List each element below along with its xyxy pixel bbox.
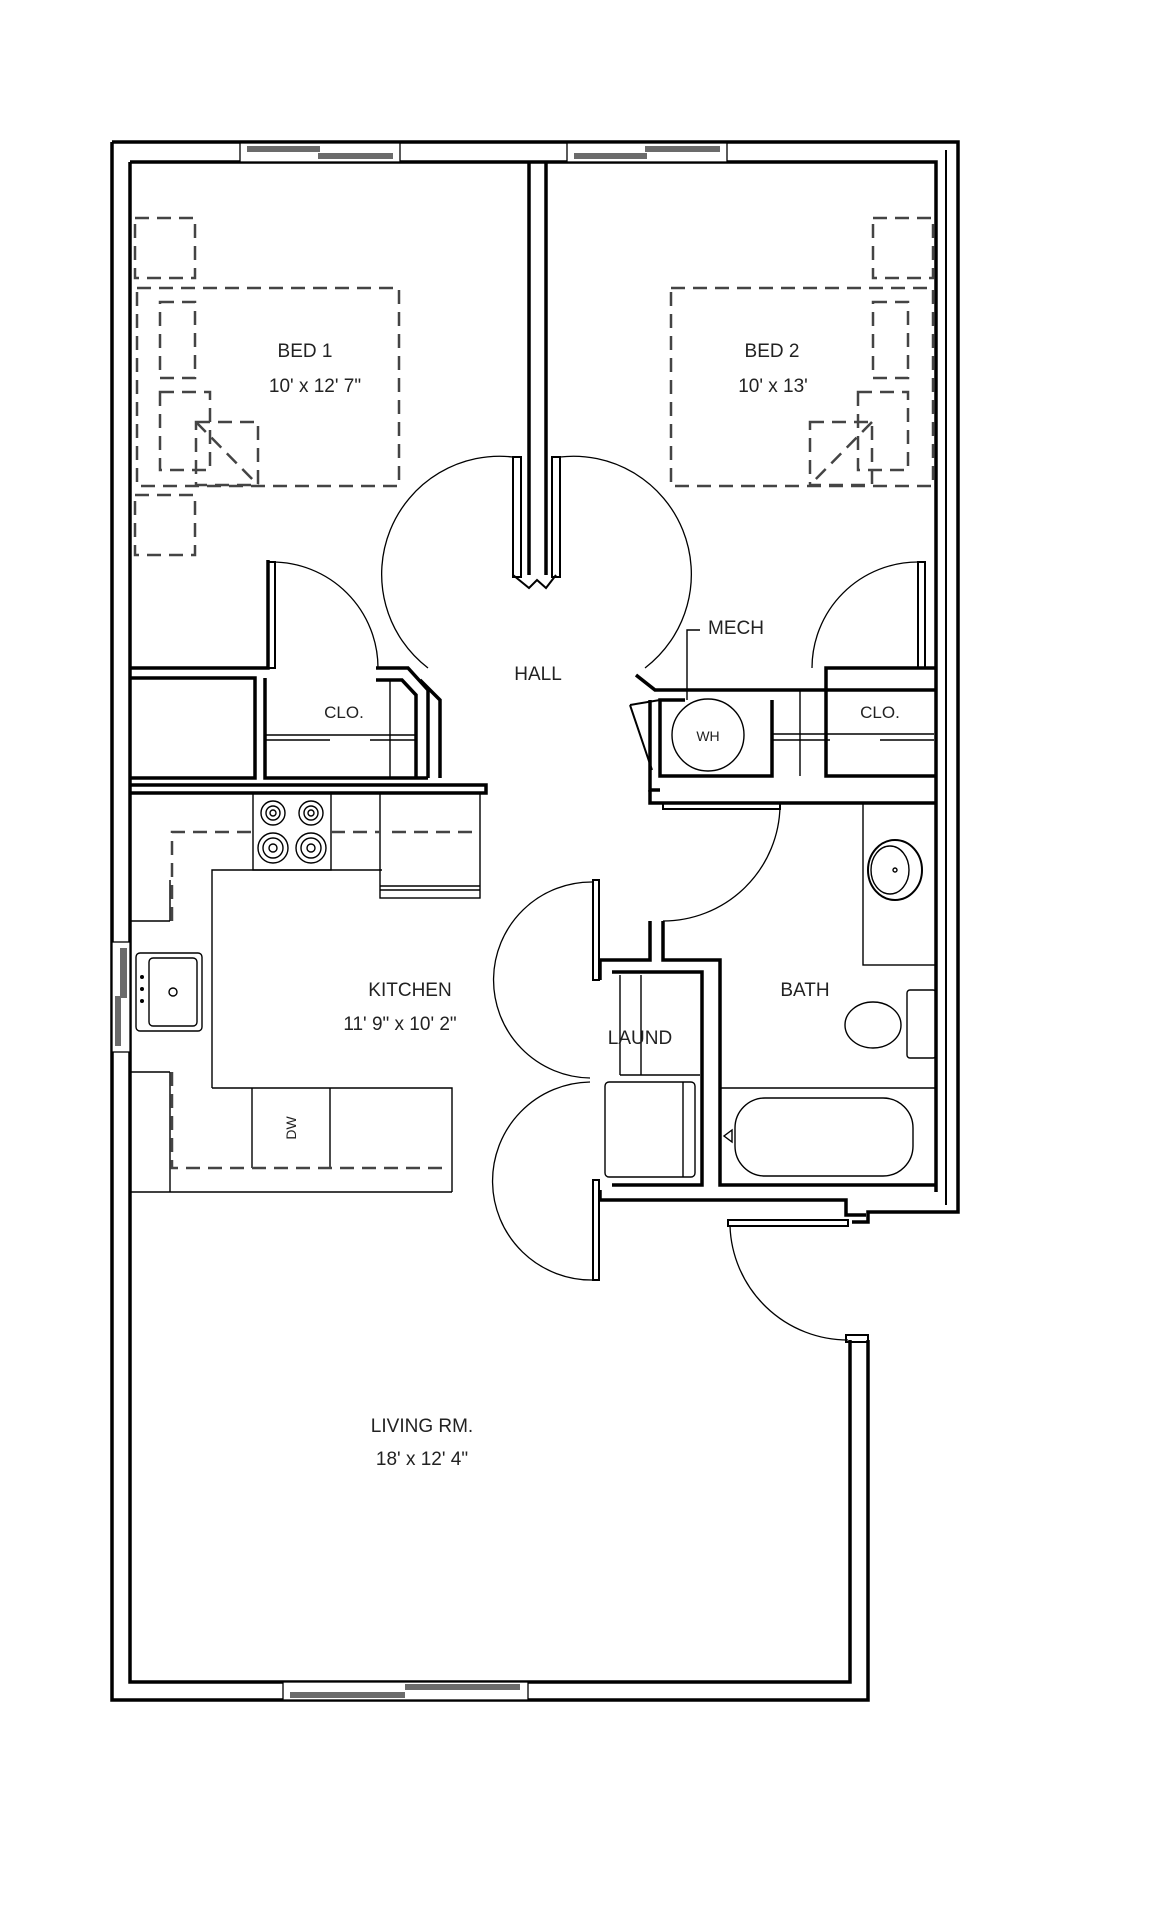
door-bed2[interactable] (559, 455, 693, 669)
window-bed2 (566, 142, 728, 163)
exterior-walls (110, 140, 960, 1702)
label-water-heater: WH (696, 728, 719, 744)
room-size-living: 18' x 12' 4" (376, 1449, 468, 1470)
room-label-kitchen: KITCHEN (368, 980, 451, 1001)
door-laundry-upper[interactable] (492, 881, 594, 1079)
room-label-bath: BATH (780, 980, 829, 1001)
interior-walls (130, 162, 936, 1343)
room-label-closet2: CLO. (860, 703, 900, 722)
room-size-kitchen: 11' 9" x 10' 2" (343, 1014, 456, 1035)
room-label-bed1: BED 1 (278, 341, 333, 362)
door-closet2[interactable] (811, 561, 919, 669)
room-label-hall: HALL (514, 664, 562, 685)
bed2-furniture (669, 216, 935, 488)
range-icon (257, 800, 327, 864)
kitchen-sink-icon (135, 952, 203, 1032)
label-dishwasher: DW (283, 1116, 299, 1140)
door-closet1[interactable] (271, 561, 379, 669)
bed1-furniture (133, 216, 401, 557)
counter-lower-cabinet-outline (170, 1072, 448, 1170)
door-bath[interactable] (662, 805, 781, 922)
room-label-mech: MECH (708, 618, 764, 639)
door-entry[interactable] (729, 1225, 849, 1341)
room-label-bed2: BED 2 (745, 341, 800, 362)
water-heater-icon (671, 629, 745, 772)
room-size-bed1: 10' x 12' 7" (269, 376, 361, 397)
room-label-closet1: CLO. (324, 703, 364, 722)
window-kitchen (111, 941, 131, 1053)
bath-vanity-icon (862, 802, 937, 966)
window-living (282, 1681, 529, 1701)
bathtub-icon (722, 1097, 914, 1177)
window-bed1 (239, 142, 401, 163)
washer-dryer-icon (604, 975, 700, 1178)
room-label-living: LIVING RM. (371, 1416, 473, 1437)
room-label-laundry: LAUND (608, 1028, 672, 1049)
counter-upper-cabinet-outline (170, 830, 478, 921)
door-bed1[interactable] (380, 455, 514, 669)
room-size-bed2: 10' x 13' (738, 376, 808, 397)
toilet-icon (844, 989, 937, 1059)
door-laundry-lower[interactable] (491, 1081, 594, 1281)
